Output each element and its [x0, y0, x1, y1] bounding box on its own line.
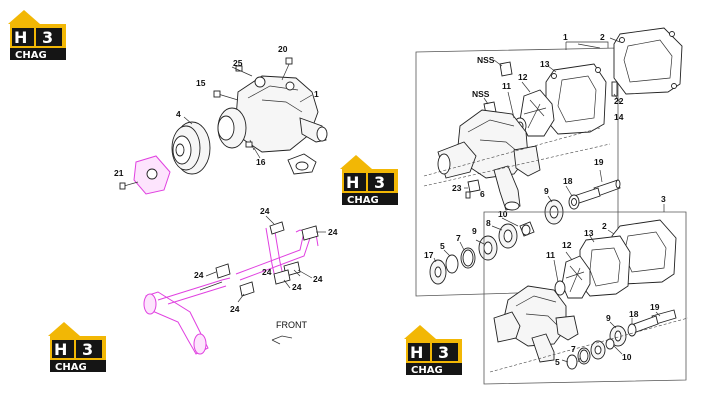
callout-16: 16	[256, 157, 266, 167]
callout-rb-2: 2	[602, 221, 607, 231]
callout-rb-19: 19	[650, 302, 660, 312]
callout-r-10: 10	[498, 209, 508, 219]
logo-chag: CHAG	[55, 362, 87, 373]
callout-rb-11: 11	[546, 250, 555, 260]
callout-rb-18: 18	[629, 309, 639, 319]
callout-24-e: 24	[292, 282, 302, 292]
logo-chag: CHAG	[347, 195, 379, 206]
callout-r-17: 17	[424, 250, 434, 260]
callout-24-a: 24	[260, 206, 270, 216]
callout-r-7: 7	[456, 233, 461, 243]
callout-24-b: 24	[328, 227, 338, 237]
logo-top-left: H 3 CHAG	[8, 10, 66, 61]
callout-r-18: 18	[563, 176, 573, 186]
logo-h: H	[54, 340, 67, 359]
logo-middle: H 3 CHAG	[340, 155, 398, 206]
callout-rb-7: 7	[571, 344, 576, 354]
logo-h: H	[14, 28, 27, 47]
callout-r-9: 9	[544, 186, 549, 196]
logo-chag: CHAG	[411, 365, 443, 376]
exploded-view-bottom	[483, 204, 689, 385]
logo-h: H	[346, 173, 359, 192]
callout-r-5: 5	[440, 241, 445, 251]
logo-3: 3	[374, 173, 385, 192]
callout-1-left: 1	[314, 89, 319, 99]
callout-24-d: 24	[313, 274, 323, 284]
callout-rb-3: 3	[661, 194, 666, 204]
callout-15: 15	[196, 78, 206, 88]
callout-rb-5: 5	[555, 357, 560, 367]
callout-r-6: 6	[480, 189, 485, 199]
callout-r-14: 14	[614, 112, 624, 122]
callout-25: 25	[233, 58, 243, 68]
pump-assembly-left	[119, 57, 328, 195]
logo-h: H	[410, 343, 423, 362]
logo-bottom-right: H 3 CHAG	[404, 325, 462, 376]
logo-chag: CHAG	[15, 50, 47, 61]
callout-4: 4	[176, 109, 181, 119]
callout-r-19: 19	[594, 157, 604, 167]
callout-r-22: 22	[614, 96, 624, 106]
logo-3: 3	[438, 343, 449, 362]
callout-r-nss-1: NSS	[477, 55, 495, 65]
logo-3: 3	[82, 340, 93, 359]
callout-rb-10: 10	[622, 352, 632, 362]
callout-rb-13: 13	[584, 228, 594, 238]
callout-r-nss-2: NSS	[472, 89, 490, 99]
callout-r-23: 23	[452, 183, 462, 193]
callout-r-8: 8	[486, 218, 491, 228]
callout-21: 21	[114, 168, 124, 178]
callout-24-c: 24	[194, 270, 204, 280]
exploded-view-top	[415, 27, 683, 297]
callout-r-12: 12	[518, 72, 528, 82]
callout-rb-9: 9	[606, 313, 611, 323]
front-label: FRONT	[276, 320, 307, 330]
logo-bottom-left: H 3 CHAG	[48, 322, 106, 373]
callout-r-2: 2	[600, 32, 605, 42]
callout-r-1: 1	[563, 32, 568, 42]
callout-r-11: 11	[502, 81, 511, 91]
callout-24-f: 24	[262, 267, 272, 277]
callout-20: 20	[278, 44, 288, 54]
pipe-assembly	[143, 215, 326, 355]
callout-rb-12: 12	[562, 240, 572, 250]
callout-24-g: 24	[230, 304, 240, 314]
callout-r-9b: 9	[472, 226, 477, 236]
logo-3: 3	[42, 28, 53, 47]
callout-r-13: 13	[540, 59, 550, 69]
